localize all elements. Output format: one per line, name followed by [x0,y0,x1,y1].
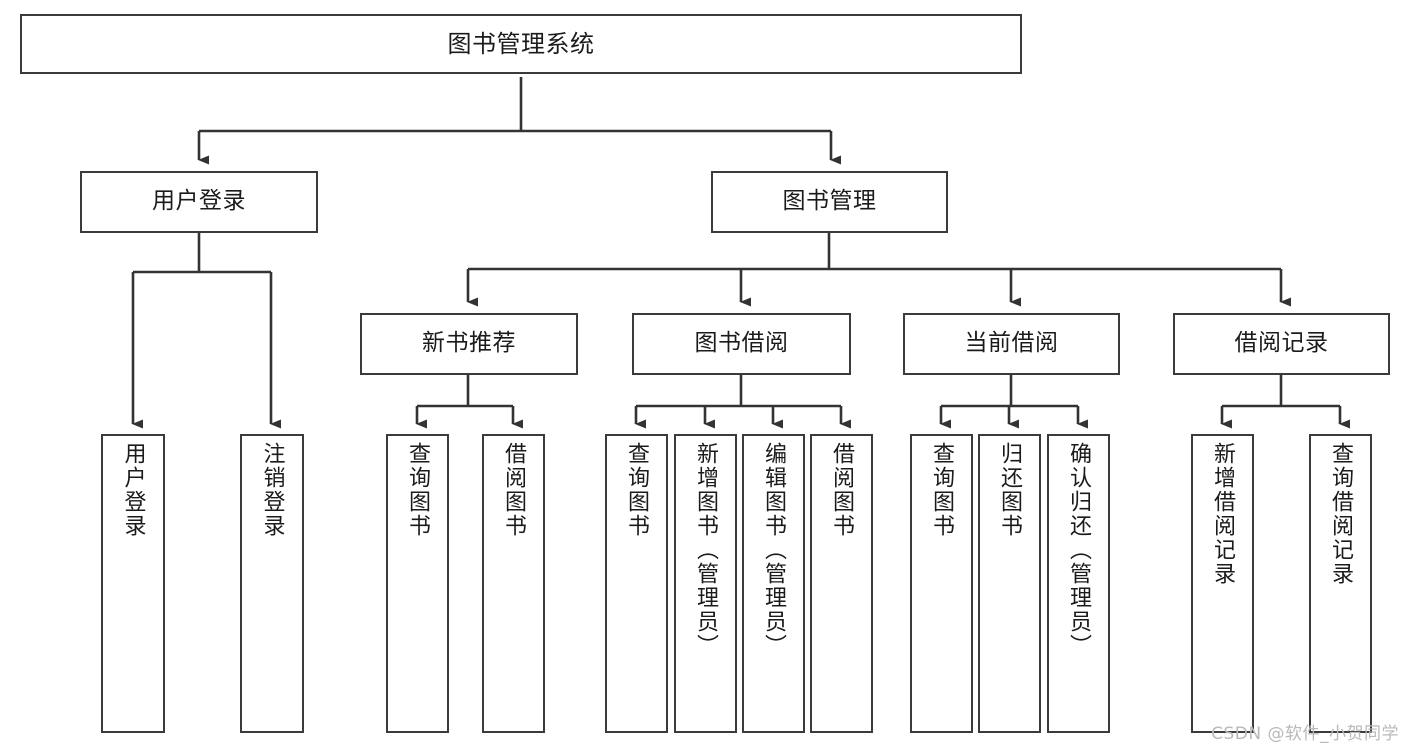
node-label: 归还图书 [997,442,1023,538]
node-book-manage[interactable]: 图书管理 [711,171,948,233]
leaf-add-book-admin[interactable]: 新增图书（管理员） [674,434,737,733]
leaf-query-book-current[interactable]: 查询图书 [910,434,973,733]
node-label: 用户登录 [152,188,246,215]
node-user-login[interactable]: 用户登录 [80,171,318,233]
node-new-book-recommend[interactable]: 新书推荐 [360,313,578,375]
leaf-add-borrow-record[interactable]: 新增借阅记录 [1191,434,1254,733]
node-label: 注销登录 [259,442,285,538]
node-label: 查询图书 [624,442,650,538]
node-label: 借阅图书 [829,442,855,538]
node-label: 借阅图书 [501,442,527,538]
node-label: 查询借阅记录 [1328,442,1354,586]
leaf-edit-book-admin[interactable]: 编辑图书（管理员） [742,434,805,733]
leaf-return-book[interactable]: 归还图书 [978,434,1041,733]
node-label: 图书管理系统 [447,29,595,58]
csdn-watermark: CSDN @软件_小贺同学 [1211,724,1399,744]
leaf-logout-login[interactable]: 注销登录 [240,434,304,733]
leaf-confirm-return-admin[interactable]: 确认归还（管理员） [1047,434,1110,733]
node-label: 确认归还（管理员） [1066,442,1092,658]
node-label: 新书推荐 [422,330,516,357]
node-label: 图书借阅 [694,330,789,357]
leaf-query-book-recommend[interactable]: 查询图书 [386,434,449,733]
node-label: 查询图书 [929,442,955,538]
node-root-system[interactable]: 图书管理系统 [20,14,1022,74]
leaf-borrow-book-recommend[interactable]: 借阅图书 [482,434,545,733]
node-label: 新增借阅记录 [1210,442,1236,586]
node-book-borrow[interactable]: 图书借阅 [632,313,851,375]
leaf-user-login[interactable]: 用户登录 [101,434,165,733]
node-label: 查询图书 [405,442,431,538]
leaf-query-book-borrow[interactable]: 查询图书 [605,434,668,733]
node-label: 图书管理 [782,188,877,215]
node-label: 编辑图书（管理员） [761,442,787,658]
node-label: 当前借阅 [964,330,1059,357]
leaf-query-borrow-record[interactable]: 查询借阅记录 [1309,434,1372,733]
node-current-borrow[interactable]: 当前借阅 [903,313,1120,375]
node-label: 新增图书（管理员） [693,442,719,658]
node-label: 借阅记录 [1234,330,1329,357]
leaf-borrow-book[interactable]: 借阅图书 [810,434,873,733]
node-borrow-record[interactable]: 借阅记录 [1173,313,1390,375]
node-label: 用户登录 [120,442,146,538]
